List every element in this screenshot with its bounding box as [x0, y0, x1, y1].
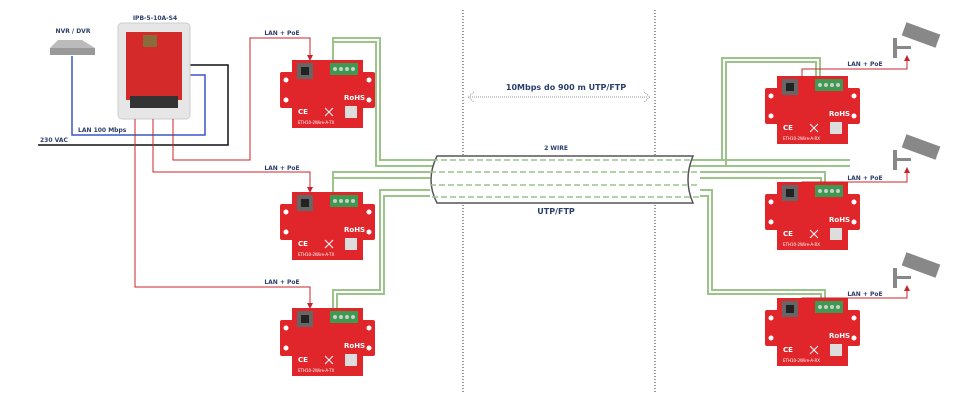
range-arrow [467, 91, 651, 103]
svg-text:ETH10-2Wire-A-TX: ETH10-2Wire-A-TX [298, 120, 335, 125]
nvr-label: NVR / DVR [56, 28, 91, 35]
svg-text:CE: CE [298, 240, 308, 248]
svg-text:ETH10-2Wire-A-RX: ETH10-2Wire-A-RX [783, 358, 820, 363]
power-label: 230 VAC [40, 137, 68, 144]
camera-icon [893, 22, 941, 58]
cable [430, 155, 700, 204]
camera-icon [893, 134, 941, 170]
wire-label: 2 WIRE [544, 145, 568, 152]
rx-module-1: RoHS CE ETH10-2Wire-A-RX [764, 75, 861, 145]
svg-text:RoHS: RoHS [829, 216, 850, 224]
poe-line-tx1 [172, 37, 313, 161]
power-line [38, 64, 229, 146]
svg-text:RoHS: RoHS [344, 226, 365, 234]
tx-module-2: RoHS CE ETH10-2Wire-A-TX [279, 191, 376, 261]
rx-module-3: RoHS CE ETH10-2Wire-A-RX [764, 297, 861, 367]
switch-device [117, 22, 191, 120]
svg-text:RoHS: RoHS [344, 342, 365, 350]
poe-label-rx3: LAN + PoE [847, 291, 882, 298]
svg-text:CE: CE [298, 108, 308, 116]
svg-text:RoHS: RoHS [344, 94, 365, 102]
lan-label: LAN 100 Mbps [78, 127, 127, 134]
poe-line-rx3 [801, 285, 910, 300]
poe-label-tx3: LAN + PoE [264, 279, 299, 286]
svg-text:CE: CE [783, 230, 793, 238]
poe-line-tx3 [134, 119, 313, 309]
tx-module-1: RoHS CE ETH10-2Wire-A-TX [279, 59, 376, 129]
poe-line-rx1 [801, 55, 910, 78]
svg-text:CE: CE [783, 346, 793, 354]
poe-label-rx1: LAN + PoE [847, 61, 882, 68]
tx-module-3: RoHS CE ETH10-2Wire-A-TX [279, 307, 376, 377]
svg-text:RoHS: RoHS [829, 332, 850, 340]
lan-line [71, 56, 206, 136]
poe-label-rx2: LAN + PoE [847, 175, 882, 182]
poe-line-tx2 [152, 119, 313, 193]
range-label: 10Mbps do 900 m UTP/FTP [506, 83, 626, 92]
poe-label-tx1: LAN + PoE [264, 30, 299, 37]
poe-label-tx2: LAN + PoE [264, 165, 299, 172]
switch-label: IPB-5-10A-S4 [133, 15, 177, 22]
rx-module-2: RoHS CE ETH10-2Wire-A-RX [764, 181, 861, 251]
svg-text:ETH10-2Wire-A-RX: ETH10-2Wire-A-RX [783, 242, 820, 247]
svg-text:ETH10-2Wire-A-TX: ETH10-2Wire-A-TX [298, 368, 335, 373]
svg-text:ETH10-2Wire-A-RX: ETH10-2Wire-A-RX [783, 136, 820, 141]
cable-type-label: UTP/FTP [537, 207, 575, 216]
svg-text:CE: CE [298, 356, 308, 364]
camera-icon [893, 252, 941, 288]
nvr-device [50, 40, 95, 55]
poe-line-rx2 [801, 167, 910, 184]
svg-text:RoHS: RoHS [829, 110, 850, 118]
svg-text:CE: CE [783, 124, 793, 132]
svg-text:ETH10-2Wire-A-TX: ETH10-2Wire-A-TX [298, 252, 335, 257]
